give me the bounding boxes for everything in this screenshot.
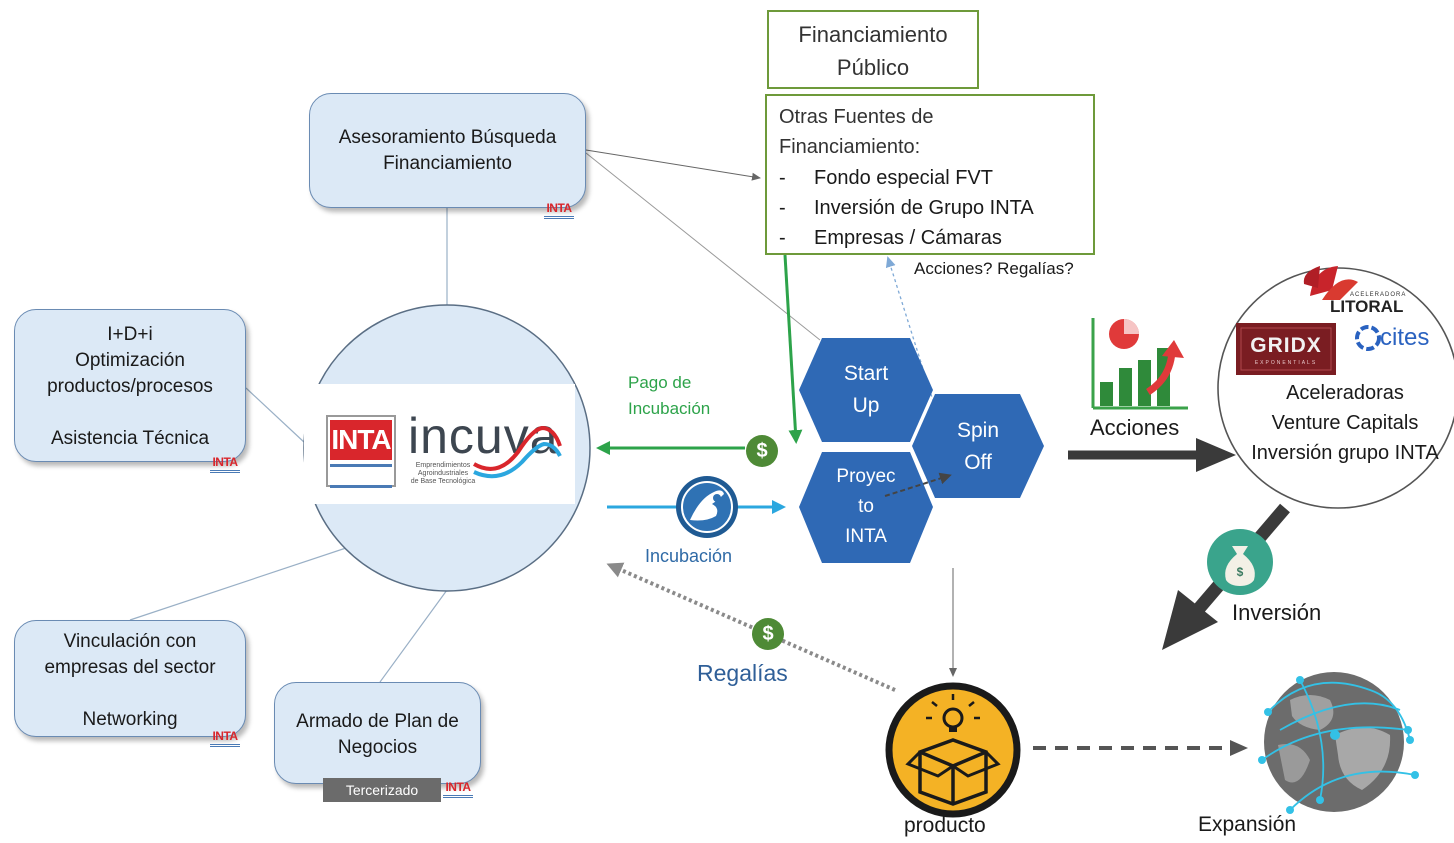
incuva-logo-subtitle: Emprendimientos Agroindustriales de Base… — [410, 462, 476, 485]
litoral-logo-text: LITORAL — [1330, 297, 1404, 316]
incubacion-label: Incubación — [645, 546, 733, 566]
inta-logo-text: INTA — [330, 420, 392, 460]
other-funding-box: Otras Fuentes de Financiamiento: - Fondo… — [765, 94, 1095, 255]
hexagon-startup — [799, 338, 933, 442]
litoral-logo-mark — [1303, 266, 1358, 300]
expansion-globe-icon — [1258, 672, 1419, 814]
public-funding-text: Financiamiento Público — [798, 22, 948, 80]
financing-advice-text: Asesoramiento Búsqueda Financiamiento — [338, 127, 557, 174]
inta-mini-logo: INTA — [210, 455, 240, 473]
funding-item-label: Empresas / Cámaras — [814, 227, 1002, 249]
dollar-sign: $ — [762, 623, 774, 645]
producto-label: producto — [904, 814, 986, 837]
other-funding-title: Otras Fuentes de Financiamiento: — [779, 106, 934, 158]
pago-label: Pago de Incubación — [628, 373, 711, 418]
funding-item-empresas: - Empresas / Cámaras — [779, 223, 1002, 253]
incuva-logo-wave — [472, 425, 562, 479]
inta-logo: INTA — [326, 415, 396, 488]
producto-icon — [885, 682, 1021, 818]
business-plan-box: Armado de Plan de Negocios Tercerizado I… — [274, 682, 481, 802]
svg-text:$: $ — [1237, 565, 1244, 579]
hexagon-proyecto — [799, 452, 933, 563]
expansion-label: Expansión — [1198, 813, 1297, 836]
dollar-coin-regalias — [752, 618, 784, 650]
bullet: - — [779, 167, 786, 189]
proyecto-label: Proyec to INTA — [836, 466, 896, 547]
rdi-text: I+D+i Optimización productos/procesos As… — [47, 324, 213, 449]
connector-networking — [129, 539, 371, 621]
inta-mini-logo: INTA — [210, 729, 240, 747]
connector-financing-startup — [585, 152, 821, 341]
funding-item-label: Inversión de Grupo INTA — [814, 197, 1034, 219]
inta-logo-stripes — [330, 464, 392, 488]
bullet: - — [779, 227, 786, 249]
connector-rdi — [245, 387, 306, 444]
funding-item-label: Fondo especial FVT — [814, 167, 993, 189]
expansion-arrowhead — [1230, 740, 1248, 756]
funding-item-grupo-inta: - Inversión de Grupo INTA — [779, 193, 1034, 223]
gridx-logo-text: GRIDX — [1250, 334, 1322, 357]
startup-label: Start Up — [843, 362, 889, 417]
financing-advice-box: Asesoramiento Búsqueda Financiamiento IN… — [309, 93, 586, 219]
inta-mini-logo: INTA — [544, 201, 574, 219]
public-funding-box: Financiamiento Público — [767, 10, 979, 89]
acciones-label: Acciones — [1090, 415, 1180, 440]
gridx-logo-inner — [1240, 327, 1332, 371]
business-plan-text: Armado de Plan de Negocios — [296, 711, 459, 758]
funding-down-arrow — [783, 254, 803, 444]
spinoff-label: Spin Off — [956, 419, 1000, 474]
gridx-logo-subtitle: EXPONENTIALS — [1254, 360, 1318, 366]
financing-to-funding-arrow — [585, 149, 761, 181]
inversion-moneybag-icon: $ — [1207, 529, 1273, 595]
cites-logo-mark — [1355, 325, 1381, 351]
connector-business-plan — [379, 589, 448, 683]
networking-text: Vinculación con empresas del sector Netw… — [44, 631, 216, 730]
incubacion-icon — [676, 476, 738, 538]
inta-mini-logo: INTA — [443, 780, 473, 798]
dollar-coin-pago — [746, 435, 778, 467]
networking-box: Vinculación con empresas del sector Netw… — [14, 620, 246, 747]
inversion-big-arrowhead — [1162, 590, 1218, 650]
inversion-label: Inversión — [1232, 600, 1322, 625]
bullet: - — [779, 197, 786, 219]
hexagon-spinoff — [912, 394, 1044, 498]
acciones-regalias-question: Acciones? Regalías? — [914, 259, 1074, 278]
outsourced-tag: Tercerizado — [323, 778, 441, 802]
acciones-big-arrowhead — [1196, 438, 1236, 472]
rdi-box: I+D+i Optimización productos/procesos As… — [14, 309, 246, 473]
investors-label: Aceleradoras Venture Capitals Inversión … — [1251, 382, 1439, 464]
dollar-sign: $ — [756, 440, 768, 462]
aceleradora-small-text: ACELERADORA — [1350, 292, 1407, 298]
regalias-label: Regalías — [697, 660, 788, 686]
funding-item-fvt: - Fondo especial FVT — [779, 163, 993, 193]
gridx-logo-box — [1236, 323, 1336, 375]
cites-logo-text: cites — [1380, 324, 1430, 351]
acciones-chart-icon — [1091, 318, 1188, 410]
proyecto-to-spinoff-arrow — [884, 472, 952, 497]
